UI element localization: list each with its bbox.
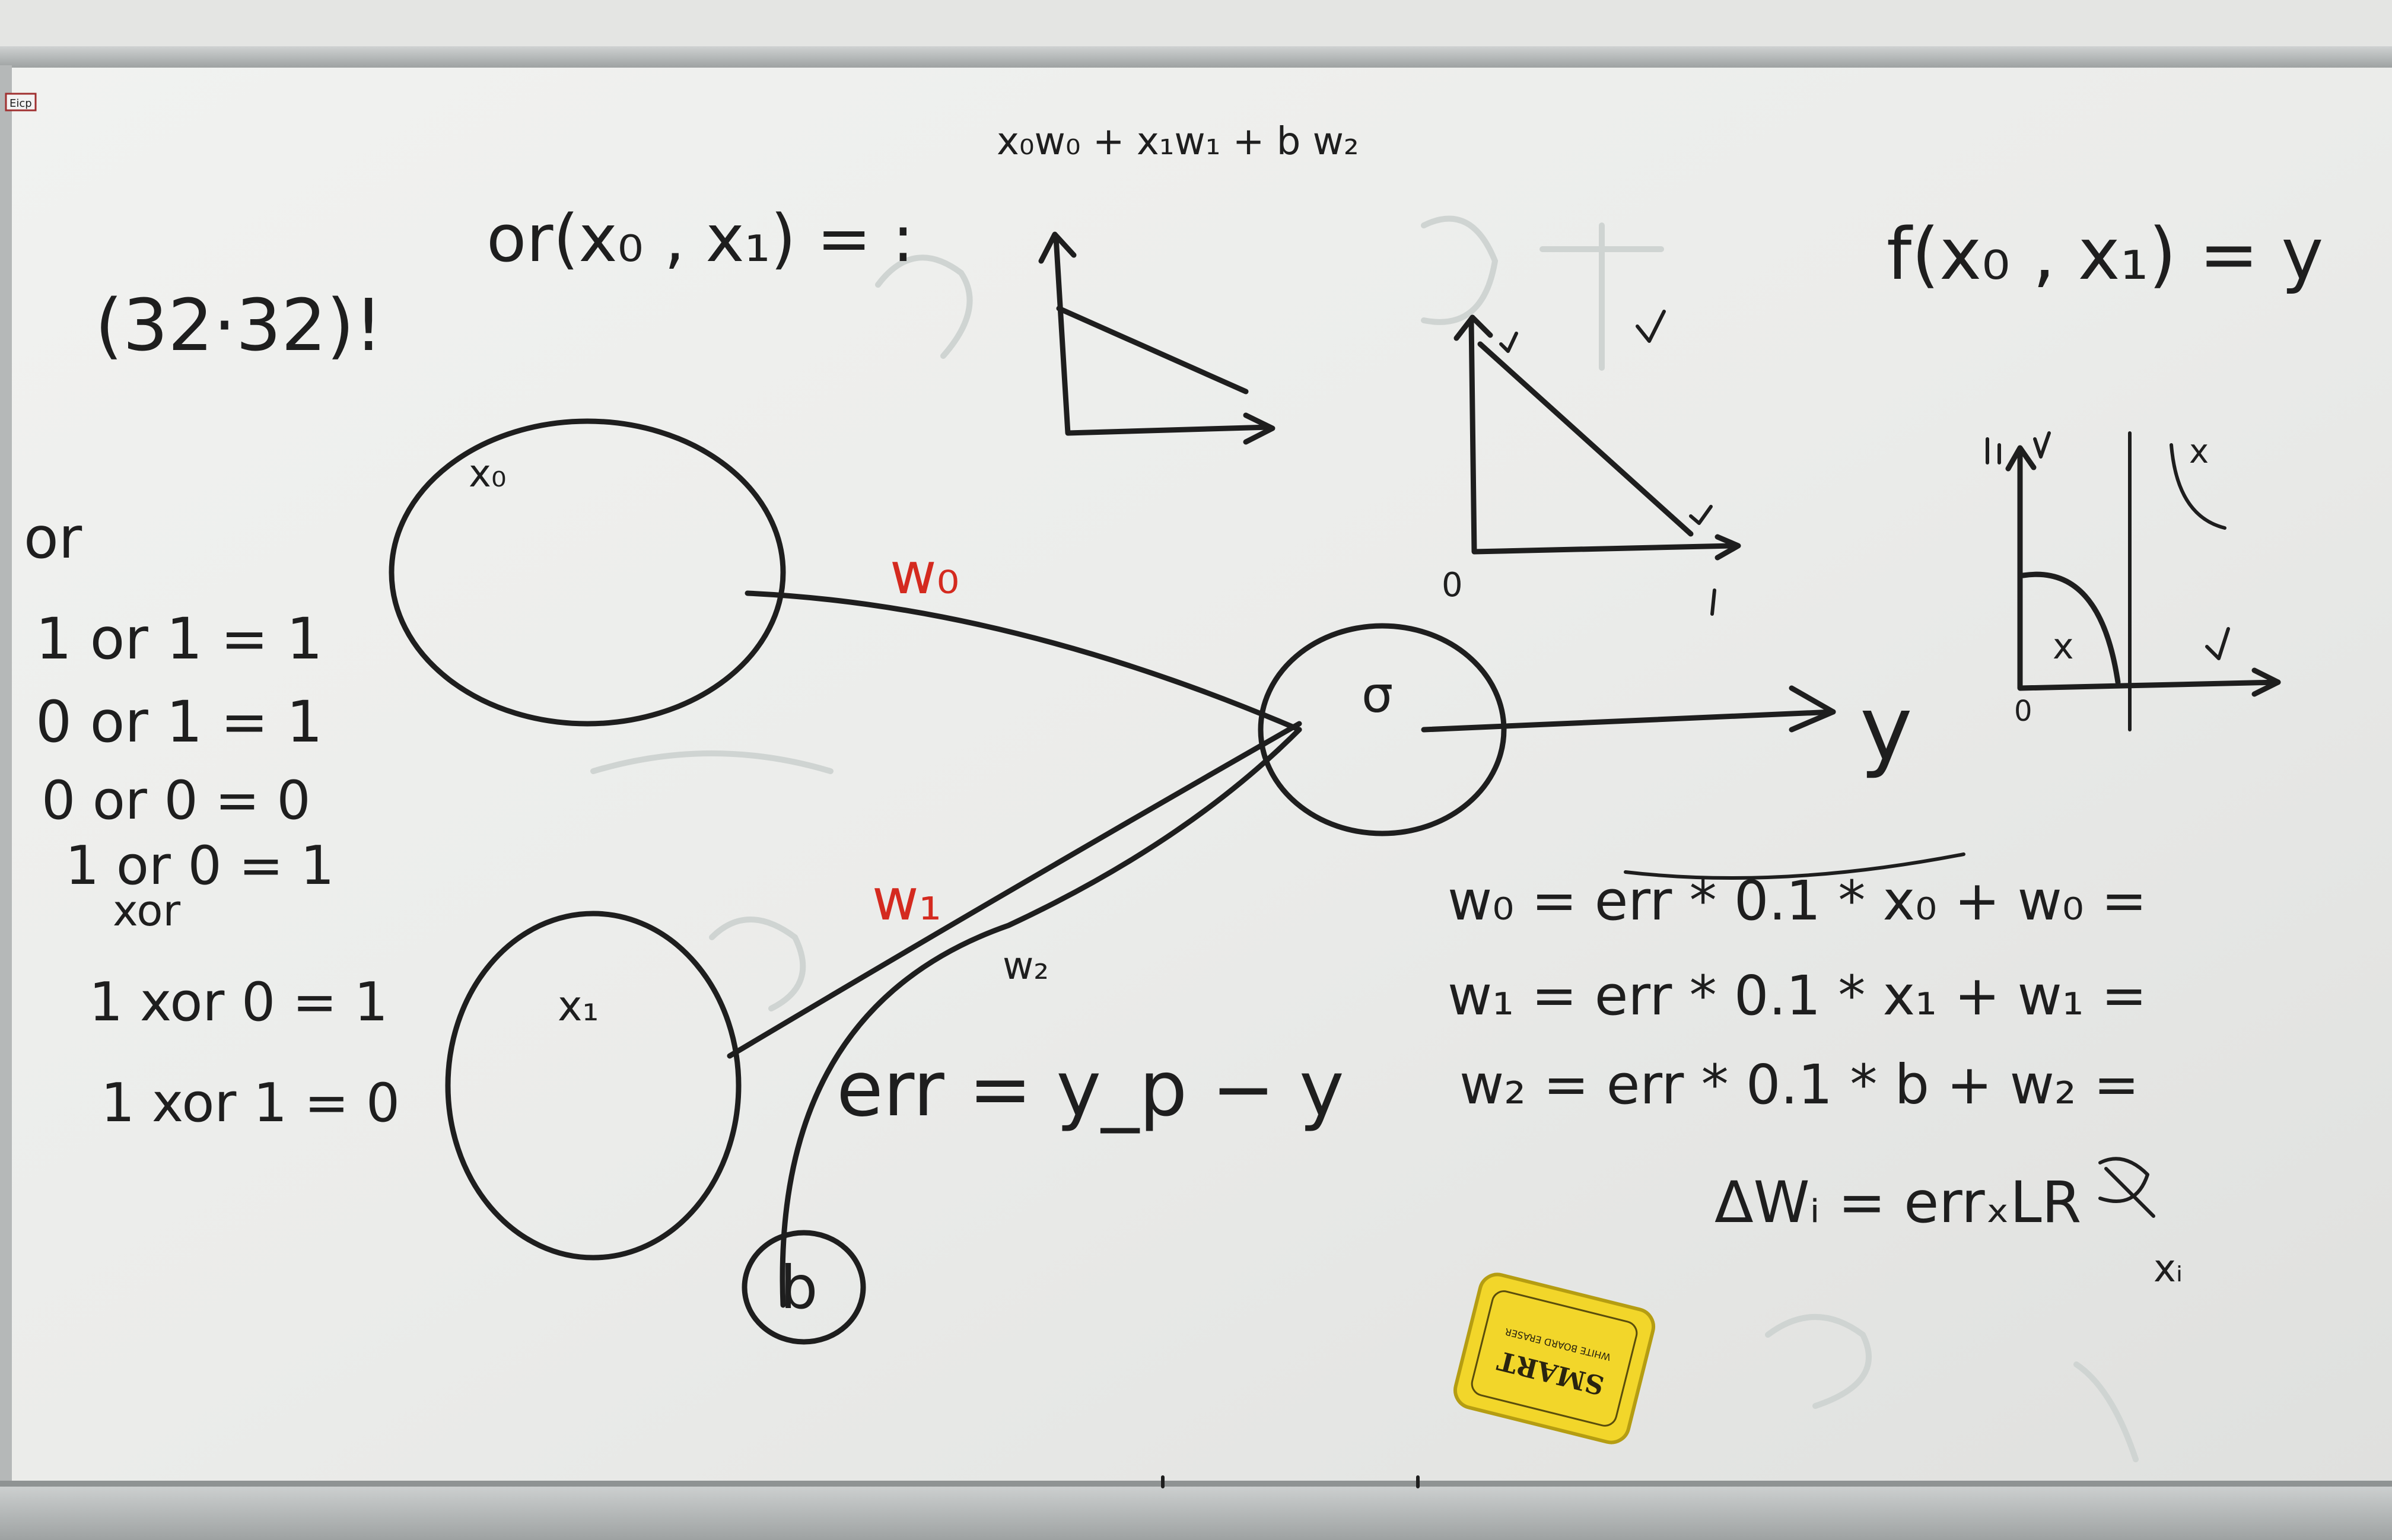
weight-w0-label: w₀ xyxy=(890,540,959,607)
error-formula: err = y_p − y xyxy=(836,1045,1344,1134)
pen-tray xyxy=(0,1483,2392,1540)
or-row-2: 0 or 1 = 1 xyxy=(36,689,323,755)
graph-decreasing-line xyxy=(1038,231,1275,445)
input-node-x0 xyxy=(389,418,786,727)
update-rule-w2: w₂ = err * 0.1 * b + w₂ = xyxy=(1459,1053,2139,1116)
output-arrow-head xyxy=(1789,685,1836,733)
graph-nonlinear-region xyxy=(1986,431,2281,731)
input-node-x1-label: x₁ xyxy=(558,982,599,1030)
graph-triangle xyxy=(1453,310,1741,616)
tray-lip xyxy=(0,1481,2392,1487)
corner-sticker-label: Eicp xyxy=(9,97,32,110)
delta-rule-scribble xyxy=(2098,1157,2155,1218)
delta-rule: ΔWᵢ = errₓLR xyxy=(1715,1169,2081,1236)
ghost-writing xyxy=(590,215,2139,1462)
weighted-sum-expression: x₀w₀ + x₁w₁ + b w₂ xyxy=(997,120,1359,164)
input-node-x0-label: x₀ xyxy=(469,452,507,496)
update-rule-w0-underline xyxy=(1624,852,1965,880)
graph3-top-label: x xyxy=(2189,432,2209,471)
or-row-1: 1 or 1 = 1 xyxy=(36,606,323,672)
wall-top xyxy=(0,0,2392,47)
whiteboard-eraser: SMART WHITE BOARD ERASER xyxy=(1453,1272,1655,1444)
or-heading: or xyxy=(24,505,82,571)
edge-x0-neuron xyxy=(745,590,1302,733)
weight-w2-label: w₂ xyxy=(1003,944,1049,988)
xor-row-2: 1 xor 1 = 0 xyxy=(101,1072,400,1134)
output-y-label: y xyxy=(1860,677,1913,781)
delta-rule-subscript: xᵢ xyxy=(2154,1247,2183,1291)
graph3-origin-label: 0 xyxy=(2014,695,2032,728)
update-rule-w1: w₁ = err * 0.1 * x₁ + w₁ = xyxy=(1448,964,2147,1027)
bias-node-label: b xyxy=(780,1253,818,1322)
graph2-origin-label: 0 xyxy=(1442,566,1463,604)
output-arrow xyxy=(1421,709,1836,733)
bias-node xyxy=(742,1230,866,1345)
input-node-x1 xyxy=(445,911,742,1261)
factorial-expression: (32·32)! xyxy=(95,285,383,367)
or-function-definition: or(x₀ , x₁) = : xyxy=(486,201,914,276)
weight-w1-label: w₁ xyxy=(872,867,941,933)
xor-heading: xor xyxy=(113,886,180,936)
tray-marks xyxy=(1161,1475,1420,1488)
or-row-3: 0 or 0 = 0 xyxy=(42,769,311,832)
update-rule-w0: w₀ = err * 0.1 * x₀ + w₀ = xyxy=(1448,869,2147,933)
output-neuron xyxy=(1258,623,1507,836)
or-row-4: 1 or 0 = 1 xyxy=(65,835,335,897)
corner-sticker xyxy=(5,93,37,112)
graph3-region-label: x xyxy=(2053,626,2074,667)
output-neuron-label: σ xyxy=(1362,666,1393,724)
left-frame xyxy=(0,65,12,1501)
edge-bias-neuron xyxy=(780,727,1302,1308)
function-definition: f(x₀ , x₁) = y xyxy=(1887,214,2323,296)
edge-x1-neuron xyxy=(727,721,1302,1059)
top-frame xyxy=(0,46,2392,68)
xor-row-1: 1 xor 0 = 1 xyxy=(89,971,388,1033)
